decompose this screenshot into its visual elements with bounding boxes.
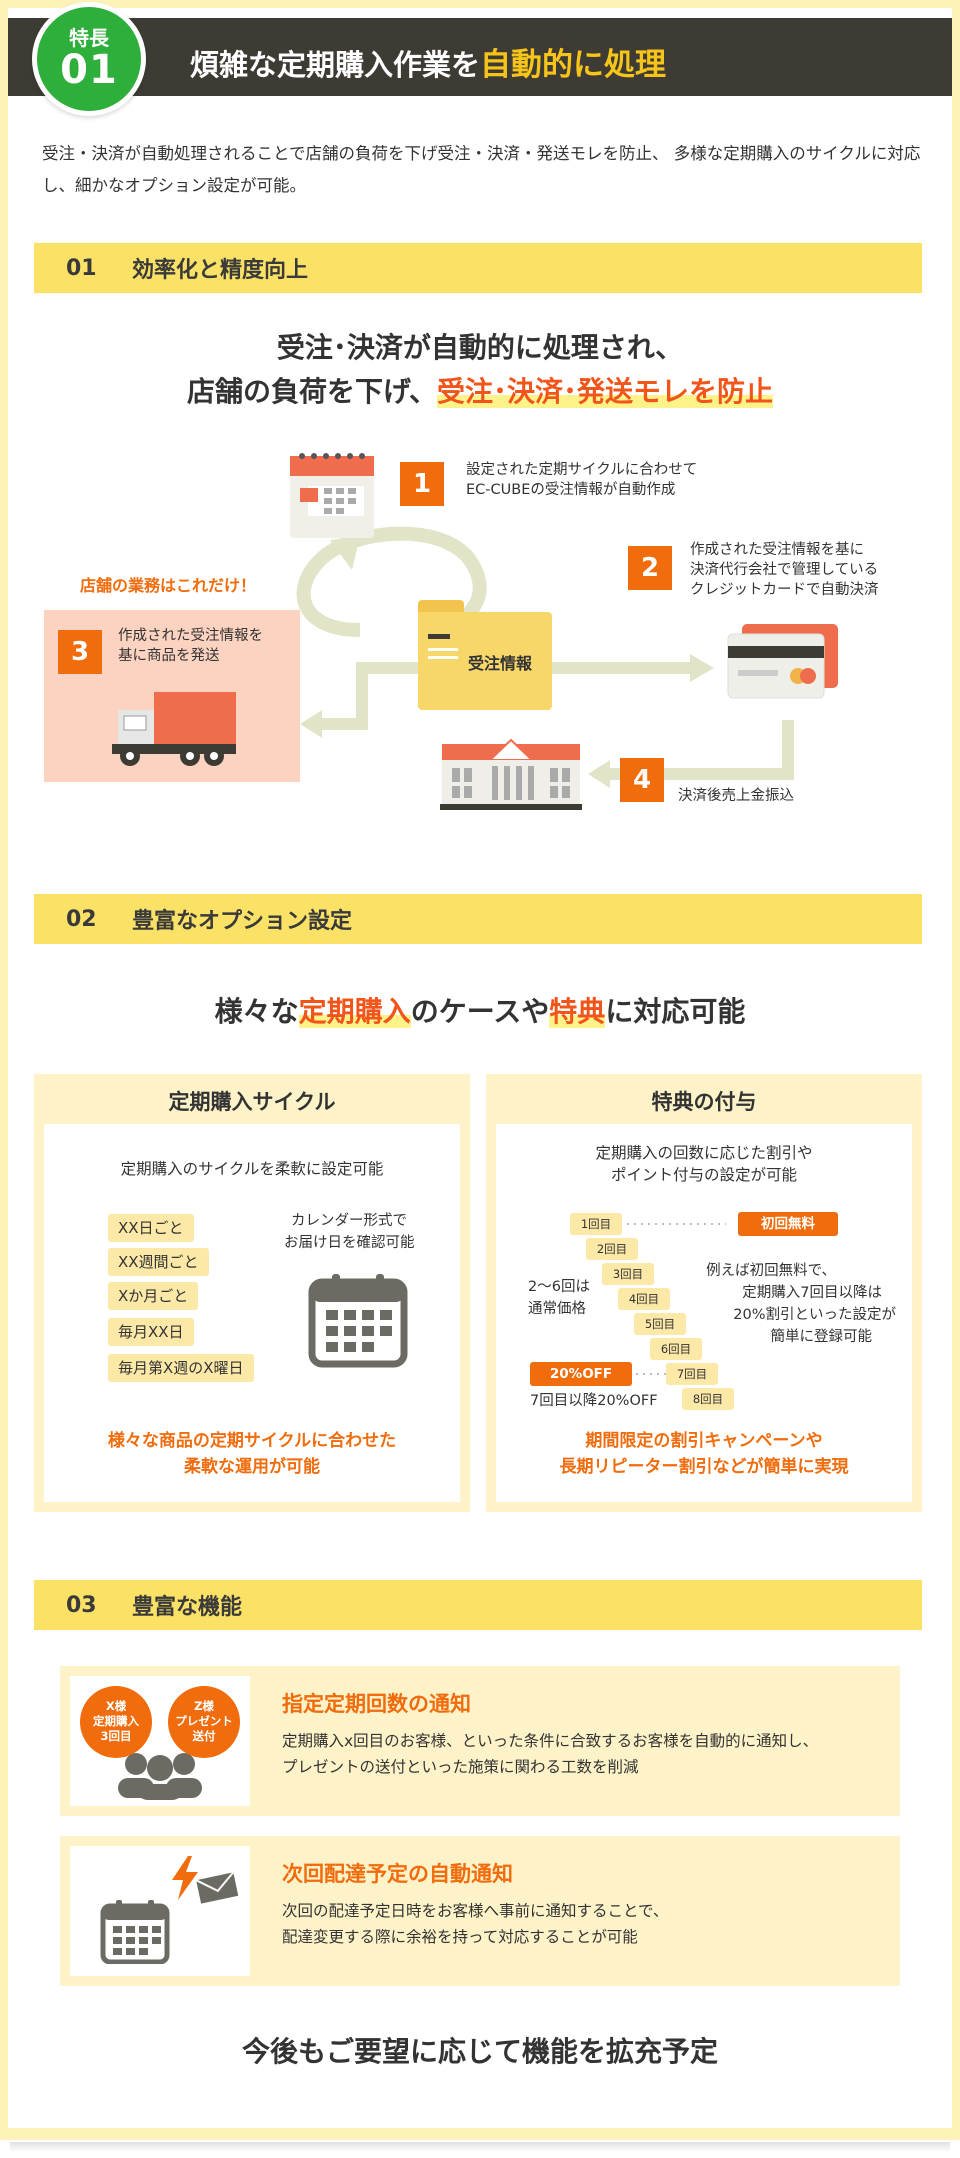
cycle-card: 定期購入サイクル 定期購入のサイクルを柔軟に設定可能 XX日ごと XX週間ごと … xyxy=(34,1074,470,1512)
visit-label: 2回目 xyxy=(586,1238,638,1260)
normal-price-note: 2〜6回は通常価格 xyxy=(528,1279,590,1317)
cycle-chip: XX日ごと xyxy=(108,1214,194,1242)
cycle-chip: 毎月第X週のX曜日 xyxy=(108,1354,254,1382)
headline-highlight: 受注･決済･発送モレを防止 xyxy=(437,375,774,408)
card-inner: 定期購入のサイクルを柔軟に設定可能 XX日ごと XX週間ごと Xか月ごと 毎月X… xyxy=(44,1124,460,1502)
visit-label: 1回目 xyxy=(570,1213,622,1235)
card-footer: 様々な商品の定期サイクルに合わせた柔軟な運用が可能 xyxy=(107,1431,397,1477)
visit-label: 4回目 xyxy=(618,1288,670,1310)
calendar-icon xyxy=(100,1900,170,1964)
step-number: 1 xyxy=(400,462,444,506)
card-title: 定期購入サイクル xyxy=(168,1090,336,1114)
step-number: 4 xyxy=(620,758,664,802)
card-subtitle: 定期購入のサイクルを柔軟に設定可能 xyxy=(120,1160,384,1178)
section2-headline: 様々な定期購入のケースや特典に対応可能 xyxy=(214,995,746,1028)
section-title: 豊富なオプション設定 xyxy=(132,909,353,934)
step-number: 3 xyxy=(58,630,102,674)
feature-badge: 特長 01 xyxy=(32,2,146,116)
folder-icon: 受注情報 xyxy=(418,600,552,710)
step-4-text: 決済後売上金振込 xyxy=(678,788,794,804)
visit-label: 6回目 xyxy=(650,1338,702,1360)
discount-badge: 20%OFF xyxy=(530,1362,632,1386)
section-number: 01 xyxy=(66,255,97,281)
card-title: 特典の付与 xyxy=(651,1090,757,1114)
people-icon xyxy=(118,1753,202,1800)
truck-icon xyxy=(112,692,236,766)
feature-title: 指定定期回数の通知 xyxy=(282,1692,471,1716)
lightning-icon xyxy=(172,1856,198,1900)
visit-label: 3回目 xyxy=(602,1263,654,1285)
store-label: 店舗の業務はこれだけ！ xyxy=(80,576,257,595)
step-2-text: 作成された受注情報を基に決済代行会社で管理しているクレジットカードで自動決済 xyxy=(690,542,879,598)
frame-shadow xyxy=(10,2142,950,2152)
feature-header: 煩雑な定期購入作業を自動的に処理 xyxy=(8,18,952,96)
credit-card-icon xyxy=(727,624,838,699)
cycle-chip: Xか月ごと xyxy=(108,1282,199,1310)
mail-icon xyxy=(195,1871,239,1904)
closing-message: 今後もご要望に応じて機能を拡充予定 xyxy=(241,2035,718,2068)
section-bar-01: 01 効率化と精度向上 xyxy=(34,243,922,293)
section-title: 効率化と精度向上 xyxy=(132,258,309,283)
calendar-caption: カレンダー形式でお届け日を確認可能 xyxy=(284,1213,415,1251)
calendar-icon xyxy=(290,453,374,538)
cycle-chip: XX週間ごと xyxy=(108,1248,209,1276)
folder-label: 受注情報 xyxy=(468,654,533,673)
visit-label: 7回目 xyxy=(666,1363,718,1385)
bank-icon xyxy=(440,738,582,810)
step-number: 2 xyxy=(628,546,672,590)
feature-icon-box xyxy=(70,1846,250,1976)
card-footer: 期間限定の割引キャンペーンや長期リピーター割引などが簡単に実現 xyxy=(559,1431,849,1477)
first-free-badge: 初回無料 xyxy=(738,1212,838,1236)
section-number: 03 xyxy=(66,1592,97,1618)
feature-title: 次回配達予定の自動通知 xyxy=(282,1862,513,1886)
header-title: 煩雑な定期購入作業を自動的に処理 xyxy=(190,47,667,83)
visit-label: 8回目 xyxy=(682,1388,734,1410)
section-bar-02: 02 豊富なオプション設定 xyxy=(34,894,922,944)
flow-arrows xyxy=(296,526,794,788)
card-inner: 定期購入の回数に応じた割引やポイント付与の設定が可能 1回目 2回目 3回目 4… xyxy=(496,1124,912,1502)
cycle-chip: 毎月XX日 xyxy=(108,1318,194,1346)
section-title: 豊富な機能 xyxy=(132,1595,243,1620)
feature-notify-delivery: 次回配達予定の自動通知 次回の配達予定日時をお客様へ事前に通知することで、配達変… xyxy=(60,1836,900,1986)
step-3-text: 作成された受注情報を基に商品を発送 xyxy=(118,628,263,664)
benefit-card: 特典の付与 定期購入の回数に応じた割引やポイント付与の設定が可能 1回目 2回目… xyxy=(486,1074,922,1512)
visit-label: 5回目 xyxy=(634,1313,686,1335)
section-bar-03: 03 豊富な機能 xyxy=(34,1580,922,1630)
feature-description: 定期購入x回目のお客様、といった条件に合致するお客様を自動的に通知し、プレゼント… xyxy=(282,1732,819,1776)
badge-number: 01 xyxy=(60,47,118,93)
dotted-connectors xyxy=(620,1223,726,1375)
intro-text: 受注・決済が自動処理されることで店舗の負荷を下げ受注・決済・発送モレを防止、 多… xyxy=(42,144,921,195)
feature-description: 次回の配達予定日時をお客様へ事前に通知することで、配達変更する際に余裕を持って対… xyxy=(282,1902,669,1946)
section1-headline-line2: 店舗の負荷を下げ、受注･決済･発送モレを防止 xyxy=(186,375,774,408)
customer-bubble: Z様プレゼント送付 xyxy=(168,1686,240,1758)
calendar-icon xyxy=(308,1274,408,1368)
badge-label: 特長 xyxy=(69,26,109,50)
section-number: 02 xyxy=(66,906,97,932)
header-title-highlight: 自動的に処理 xyxy=(480,47,667,83)
section1-headline-line1: 受注･決済が自動的に処理され、 xyxy=(276,331,684,364)
discount-note: 7回目以降20%OFF xyxy=(530,1393,658,1409)
card-subtitle: 定期購入の回数に応じた割引やポイント付与の設定が可能 xyxy=(595,1144,813,1184)
